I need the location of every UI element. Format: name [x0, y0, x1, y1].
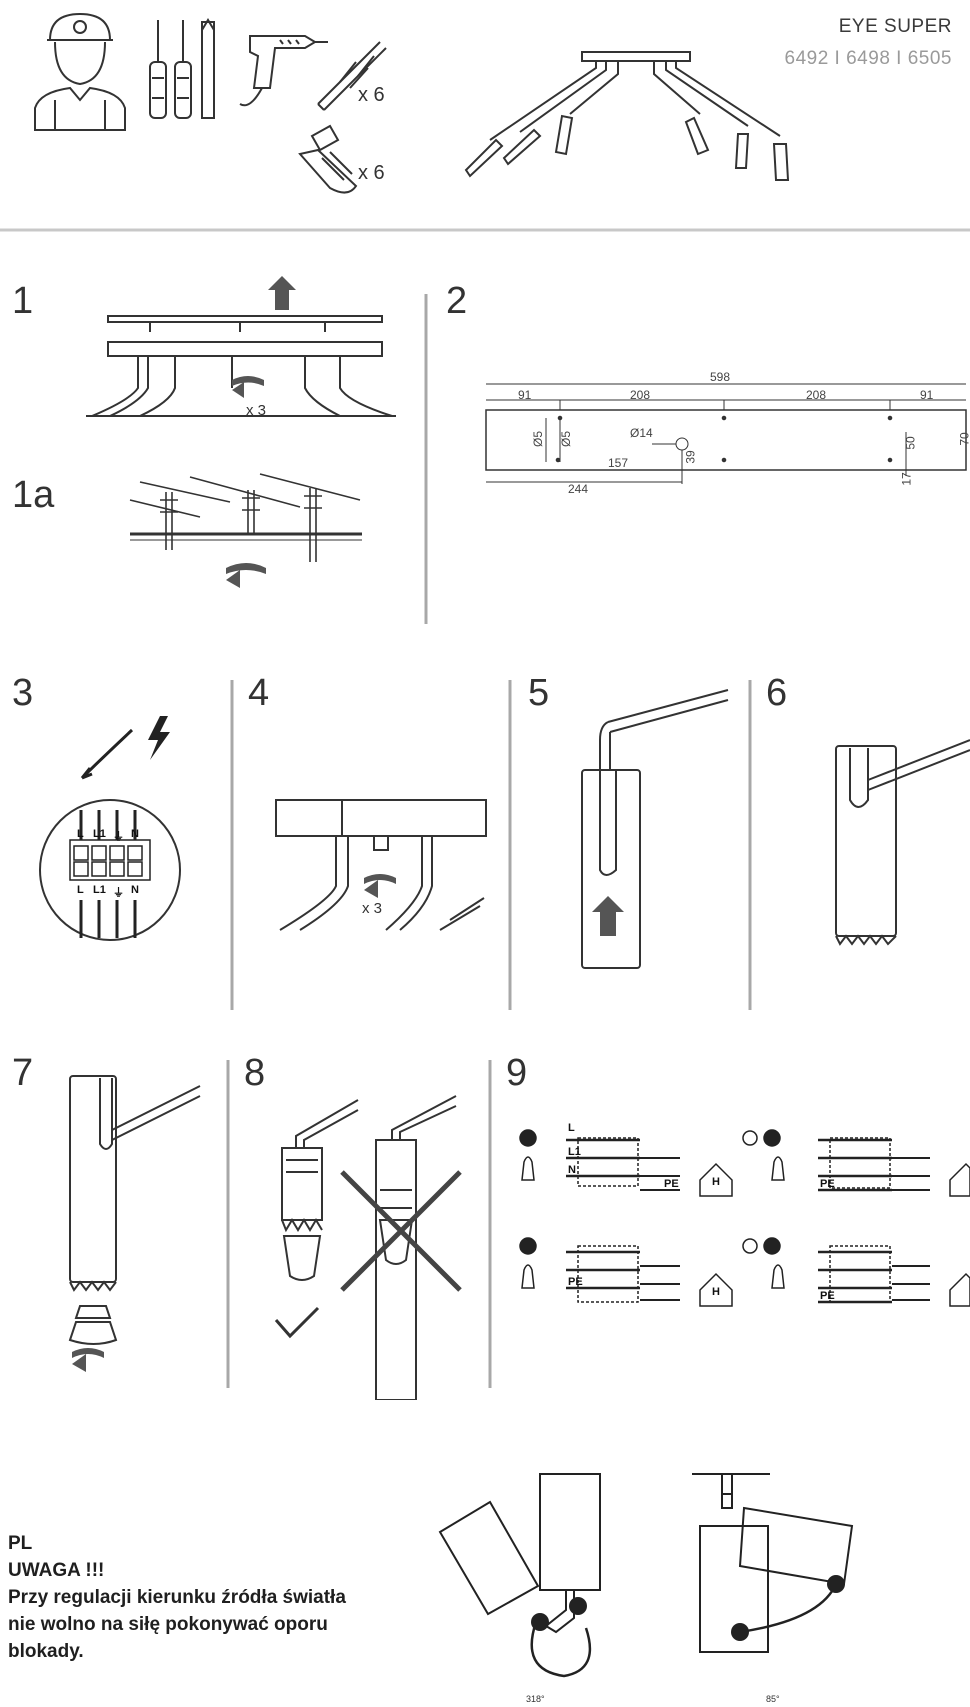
dim-hole-large: Ø14	[630, 426, 653, 440]
terminal-top-L1: L1	[93, 828, 106, 840]
screw-rotate-icon	[226, 563, 266, 588]
notice-line-1: Przy regulacji kierunku źródła światła	[8, 1587, 346, 1608]
notice-section: PL UWAGA !!! Przy regulacji kierunku źró…	[0, 1400, 970, 1707]
terminal-block-icon	[69, 810, 151, 938]
screwdriver-icon	[149, 18, 215, 119]
adjustment-left-illustration	[438, 1473, 601, 1678]
wiring-diagram-1	[519, 1129, 733, 1197]
terminal-bottom-L: L	[77, 884, 84, 896]
terminal-block-circle	[39, 799, 181, 941]
bulb-insert-illustration	[68, 1075, 201, 1345]
terminal-bottom-N: N	[131, 884, 139, 896]
step-1-count: x 3	[246, 402, 267, 419]
check-mark-icon	[274, 1306, 320, 1339]
gu10-bulb-icon	[298, 124, 358, 194]
dim-offset-244: 244	[568, 482, 589, 496]
power-lightning-icon	[148, 716, 170, 760]
step-4-count: x 3	[362, 900, 383, 917]
bulb-quantity: x 6	[358, 162, 385, 184]
angle-right: 85°	[766, 1694, 780, 1704]
terminal-bottom-earth: ⏚	[113, 887, 124, 899]
product-codes: 6492 I 6498 I 6505	[784, 48, 952, 69]
dim-height-50: 50	[903, 436, 918, 450]
step-8-number: 8	[244, 1052, 266, 1094]
ceiling-mounting-illustration	[129, 473, 362, 562]
rotate-arrow-icon	[72, 1348, 104, 1372]
house-label-H: H	[712, 1176, 720, 1188]
steps-row-1: 1 x 3 1a 2 598 91 208 208 91 Ø14 Ø5 Ø5 1…	[0, 232, 970, 632]
notice-line-3: blokady.	[8, 1641, 84, 1662]
wiring-diagram-3	[742, 1129, 970, 1197]
terminal-bottom-L1: L1	[93, 884, 106, 896]
cable-icon	[80, 728, 134, 780]
plug-quantity: x 6	[358, 84, 385, 106]
rotate-arrow-icon	[232, 376, 264, 398]
notice-heading: UWAGA !!!	[8, 1560, 105, 1581]
incorrect-assembly-illustration	[375, 1095, 457, 1400]
up-arrow-icon	[592, 896, 624, 936]
canopy-reinstall-illustration	[275, 799, 487, 931]
steps-row-2: 3 4 5 6 x 3 L L1 ⏚ N L L1 ⏚ N	[0, 660, 970, 1020]
wire-label-PE-3: PE	[820, 1178, 835, 1190]
dim-left-edge: 91	[518, 388, 532, 402]
canopy-removal-illustration	[86, 315, 396, 417]
dim-hole-small-1: Ø5	[531, 430, 546, 448]
step-4-number: 4	[248, 672, 270, 714]
angle-left: 318°	[526, 1694, 545, 1704]
dim-seg2: 208	[806, 388, 827, 402]
wall-plug-icon	[317, 41, 387, 111]
steps-3-6-illustrations	[39, 680, 970, 1010]
step-5-number: 5	[528, 672, 550, 714]
terminal-top-L: L	[77, 828, 84, 840]
lamp-body-mounted-illustration	[835, 739, 970, 946]
notice-text-block: PL UWAGA !!! Przy regulacji kierunku źró…	[8, 1530, 408, 1665]
wire-label-PE-2: PE	[568, 1276, 583, 1288]
steps-row-3: 7 8 9 L L1 N PE H PE H PE PE	[0, 1040, 970, 1400]
wire-label-PE: PE	[664, 1178, 679, 1190]
lamp-overview-illustration	[464, 51, 790, 181]
house-label-H-2: H	[712, 1286, 720, 1298]
step-9-number: 9	[506, 1052, 528, 1094]
up-arrow-icon	[268, 276, 296, 310]
dim-seg1: 208	[630, 388, 651, 402]
wire-label-L: L	[568, 1122, 575, 1134]
drilling-template-drawing	[485, 383, 967, 484]
notice-line-2: nie wolno na siłę pokonywać oporu	[8, 1614, 328, 1635]
dim-offset-157: 157	[608, 456, 629, 470]
steps-7-9-illustrations	[68, 1060, 970, 1400]
wire-label-L1: L1	[568, 1146, 581, 1158]
drill-icon	[239, 35, 328, 107]
adjustment-right-illustration	[692, 1473, 854, 1653]
step-7-number: 7	[12, 1052, 34, 1094]
step-1-number: 1	[12, 280, 34, 322]
notice-language: PL	[8, 1533, 33, 1554]
step-6-number: 6	[766, 672, 788, 714]
adjustment-illustrations	[438, 1473, 854, 1678]
product-name: EYE SUPER	[838, 16, 952, 37]
terminal-top-earth: ⏚	[113, 831, 124, 843]
dim-height-right: 70	[957, 432, 970, 446]
step-3-number: 3	[12, 672, 34, 714]
wire-label-N: N	[568, 1164, 576, 1176]
dim-total: 598	[710, 370, 731, 384]
correct-assembly-illustration	[281, 1099, 359, 1281]
steps-1-2-illustrations	[86, 276, 967, 624]
dim-height-17: 17	[899, 472, 914, 486]
step-1a-number: 1a	[12, 474, 55, 516]
rotate-arrow-icon	[364, 874, 396, 898]
dim-right-edge: 91	[920, 388, 934, 402]
header-section: EYE SUPER 6492 I 6498 I 6505 x 6 x 6	[0, 0, 970, 232]
installer-icon	[34, 12, 126, 131]
cross-mark-icon	[340, 1170, 462, 1292]
dim-height-39: 39	[683, 450, 698, 464]
wire-label-PE-4: PE	[820, 1290, 835, 1302]
lamp-body-insert-illustration	[581, 689, 729, 969]
header-illustrations	[0, 12, 970, 232]
wiring-diagram-4	[742, 1237, 970, 1307]
dim-hole-small-2: Ø5	[559, 430, 574, 448]
terminal-top-N: N	[131, 828, 139, 840]
step-2-number: 2	[446, 280, 468, 322]
wiring-diagram-2	[519, 1237, 733, 1307]
